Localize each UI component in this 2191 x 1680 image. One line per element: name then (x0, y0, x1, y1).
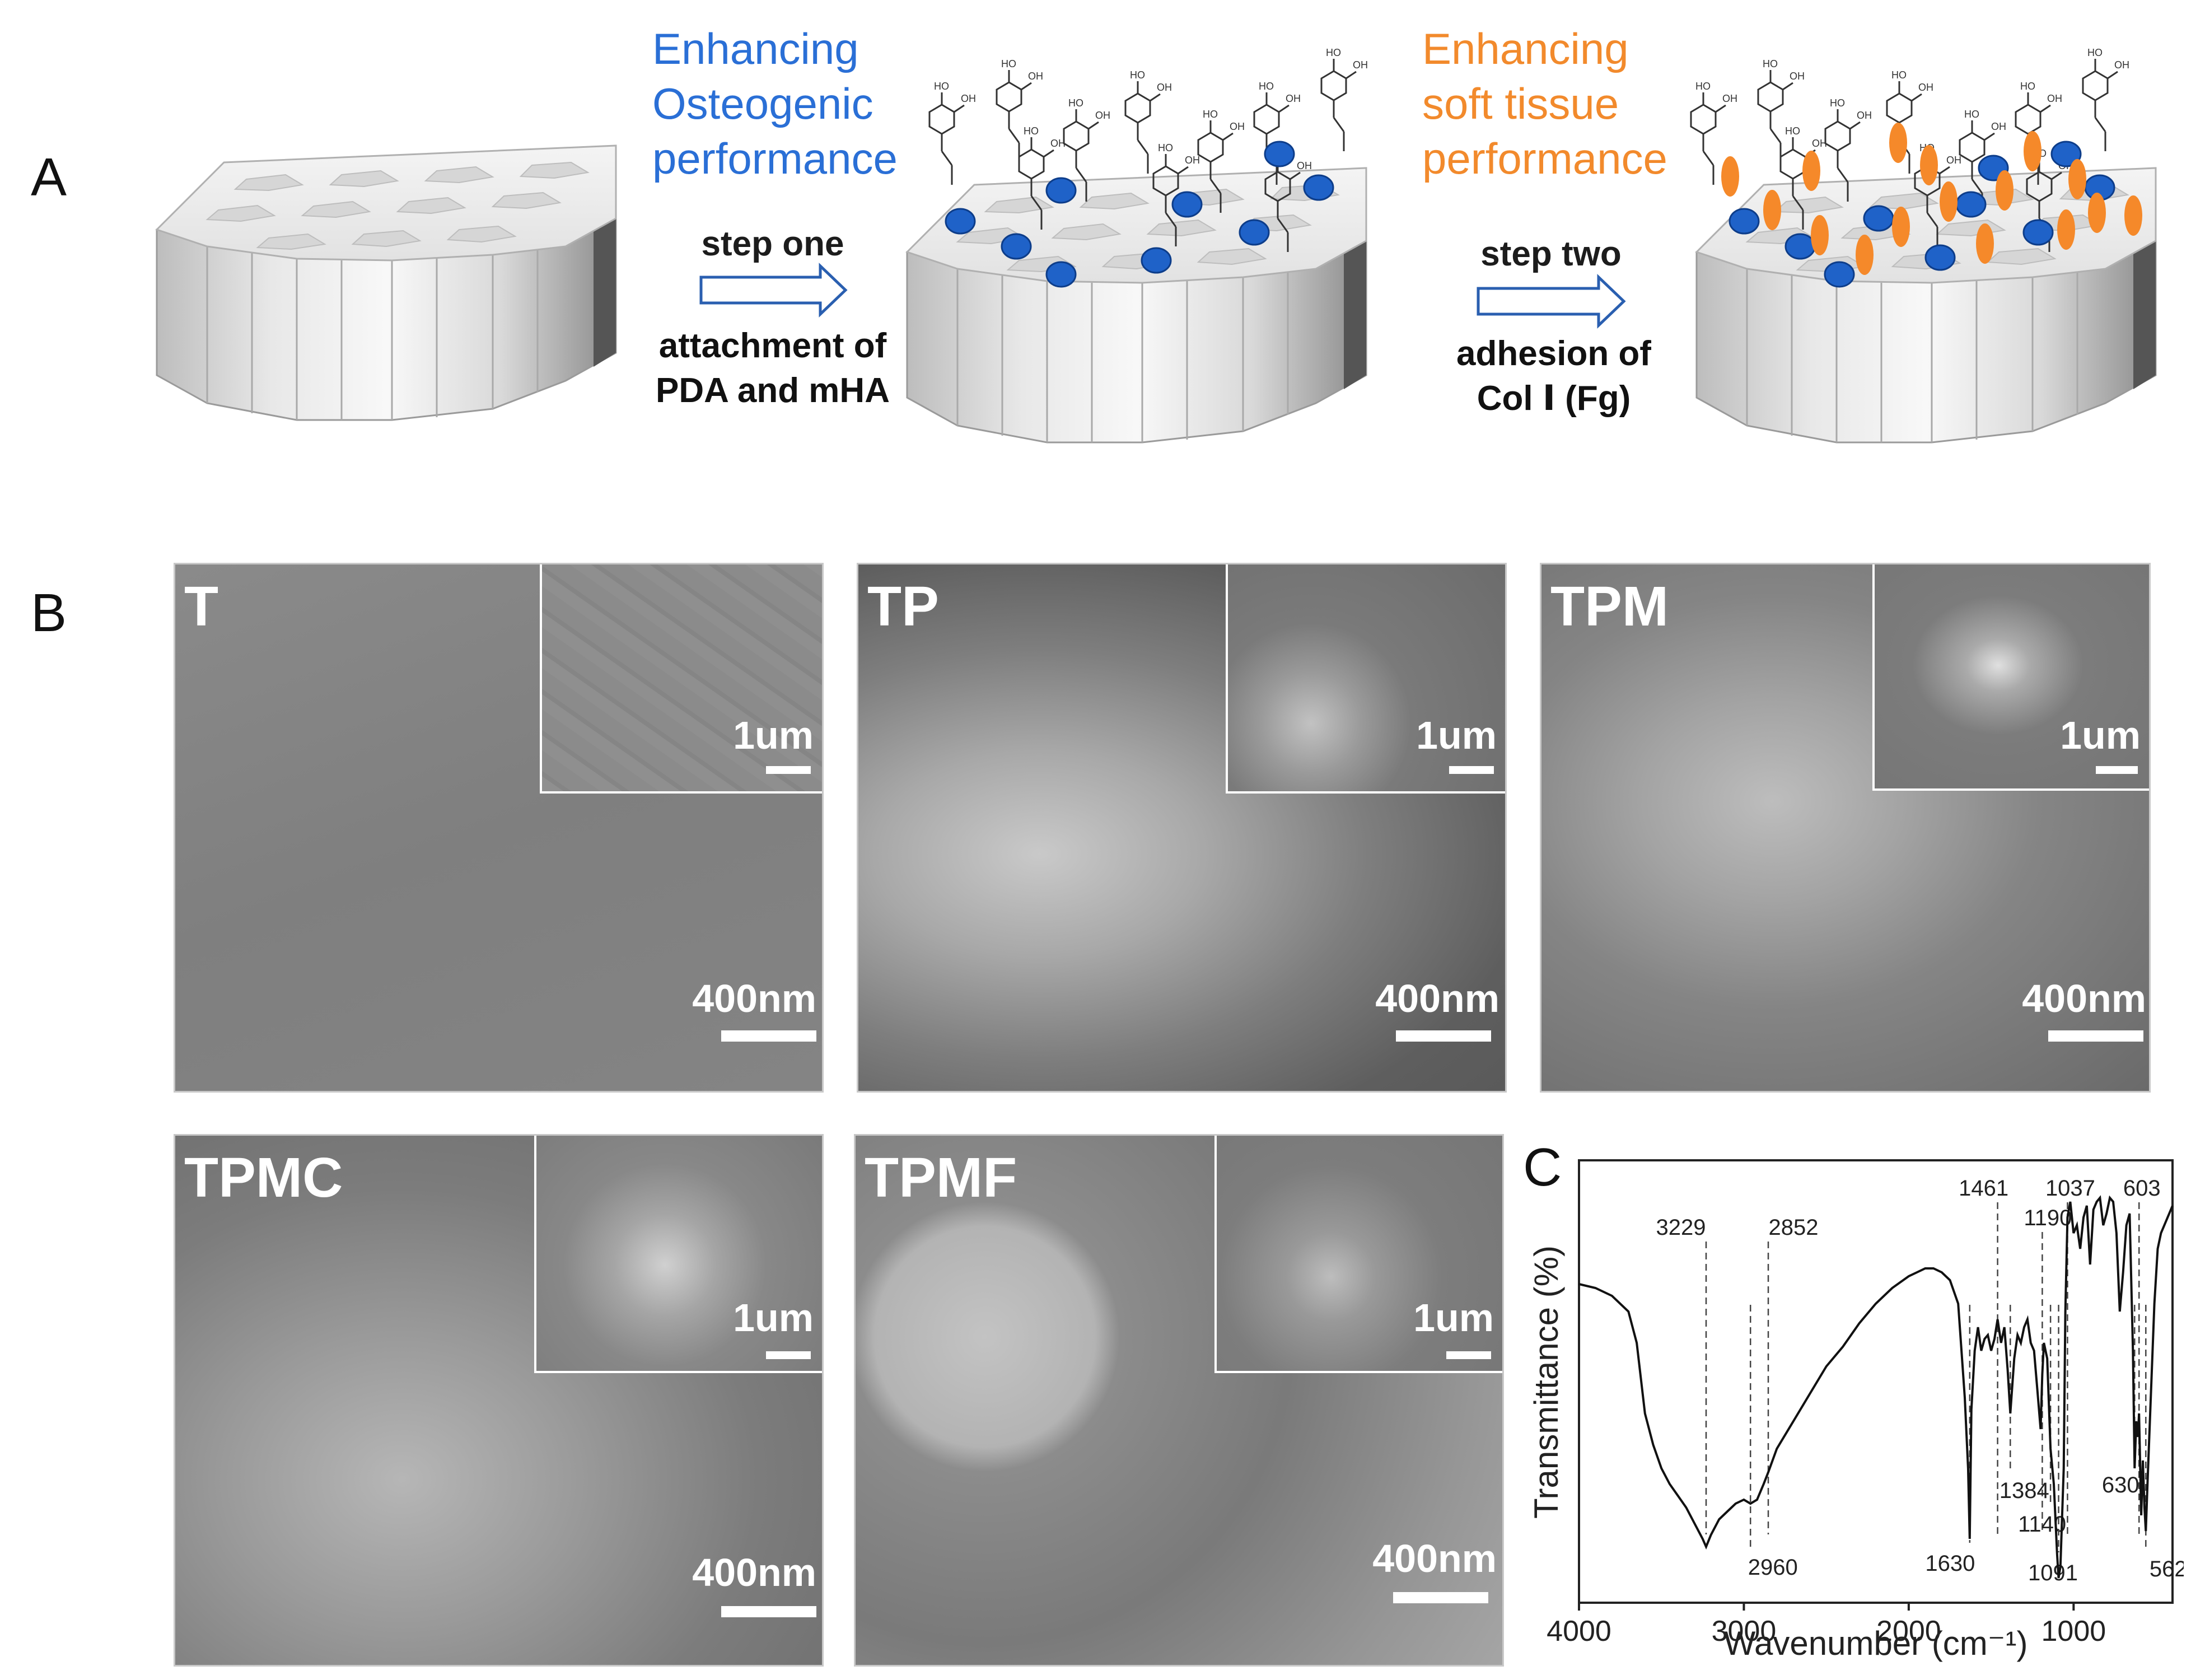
ftir-peak-label: 603 (2123, 1176, 2161, 1201)
ftir-peak-label: 1190 (2024, 1206, 2072, 1230)
sem-image-tpm: 1um TPM 400nm (1540, 563, 2151, 1093)
panel-c-letter: C (1523, 1137, 1562, 1197)
ftir-plot-frame (1578, 1159, 2174, 1604)
main-scale-text-tp: 400nm (1375, 977, 1499, 1020)
ftir-peak-label: 2960 (1748, 1555, 1798, 1580)
main-scale-bar-tpmc (721, 1606, 816, 1617)
inset-scale-text-tp: 1um (1416, 713, 1497, 757)
step2-label: step two (1480, 235, 1622, 273)
step2-heading: Enhancing soft tissue performance (1422, 21, 1667, 186)
inset-scale-bar-tpm (2096, 766, 2138, 774)
main-scale-text-tpmf: 400nm (1372, 1537, 1497, 1580)
panel-a-letter: A (31, 147, 67, 207)
sem-label-tpm: TPM (1550, 575, 1669, 638)
inset-scale-bar-t (766, 766, 811, 774)
panel-a-diagram: HO OH (156, 46, 2157, 444)
step1-heading-line2: Osteogenic (652, 79, 873, 128)
ftir-x-tick-label: 3000 (1712, 1615, 1777, 1648)
step1-heading-line1: Enhancing (652, 24, 859, 73)
sem-label-tpmc: TPMC (184, 1146, 343, 1209)
ftir-peak-label: 2852 (1769, 1215, 1819, 1240)
step2-heading-line3: performance (1422, 134, 1667, 183)
sem-label-t: T (184, 575, 219, 638)
ftir-y-axis-label: Transmittance (%) (1527, 1245, 1565, 1519)
step2-desc: adhesion of Col Ⅰ (Fg) (1422, 332, 1685, 421)
ftir-spectrum-line (1578, 1195, 2174, 1579)
ftir-peak-label: 562 (2150, 1557, 2184, 1581)
arrow-step-one (699, 263, 848, 318)
ftir-x-ticks: 4000 3000 2000 1000 (1547, 1603, 2106, 1648)
sem-label-tp: TP (867, 575, 939, 638)
mha-particles-step1 (945, 141, 1334, 288)
ftir-peak-label: 1037 (2045, 1176, 2095, 1201)
sem-inset-tpmc: 1um (534, 1136, 822, 1373)
ftir-x-tick-label: 4000 (1547, 1615, 1611, 1648)
sem-inset-tpm: 1um (1872, 564, 2149, 791)
main-scale-bar-tpm (2048, 1030, 2143, 1042)
step1-label: step one (701, 225, 844, 263)
inset-scale-bar-tpmc (766, 1351, 811, 1359)
panel-b-letter: B (31, 583, 67, 643)
step1-heading-line3: performance (652, 134, 898, 183)
ftir-peak-label: 1630 (1925, 1551, 1975, 1576)
ftir-peak-label: 1091 (2028, 1561, 2078, 1585)
inset-scale-text-tpm: 1um (2060, 713, 2141, 757)
sem-inset-t: 1um (540, 564, 822, 794)
main-scale-text-tpmc: 400nm (692, 1551, 816, 1594)
ftir-peak-label: 1384 (2000, 1478, 2049, 1503)
main-scale-bar-t (721, 1030, 816, 1042)
step2-heading-line2: soft tissue (1422, 79, 1619, 128)
step1-heading: Enhancing Osteogenic performance (652, 21, 898, 186)
main-scale-text-t: 400nm (692, 977, 816, 1020)
main-scale-text-tpm: 400nm (2022, 977, 2146, 1020)
sem-image-tpmc: 1um TPMC 400nm (174, 1134, 824, 1667)
main-scale-bar-tpmf (1393, 1592, 1488, 1603)
step2-desc-line2: Col Ⅰ (Fg) (1477, 379, 1631, 418)
ftir-x-tick-label: 1000 (2041, 1615, 2106, 1648)
ftir-peak-label: 3229 (1656, 1215, 1706, 1240)
honeycomb-pda-mha (906, 167, 1367, 444)
sem-label-tpmf: TPMF (865, 1146, 1017, 1209)
main-scale-bar-tp (1396, 1030, 1491, 1042)
sem-inset-tp: 1um (1226, 564, 1505, 794)
step2-heading-line1: Enhancing (1422, 24, 1629, 73)
sem-image-t: 1um T 400nm (174, 563, 824, 1093)
step2-desc-line1: adhesion of (1456, 334, 1651, 373)
ftir-x-tick-label: 2000 (1876, 1615, 1941, 1648)
ftir-peak-label: 1461 (1959, 1176, 2008, 1201)
sem-image-tpmf: 1um TPMF 400nm (854, 1134, 1504, 1667)
inset-scale-text-tpmc: 1um (733, 1296, 814, 1340)
inset-scale-bar-tpmf (1446, 1351, 1491, 1359)
ftir-x-axis-label: Wavenumber (cm⁻¹) (1724, 1625, 2028, 1662)
step1-desc: attachment of PDA and mHA (627, 324, 918, 413)
step1-desc-line2: PDA and mHA (656, 371, 890, 410)
arrow-step-two (1477, 274, 1626, 329)
protein-particles (1721, 123, 2142, 275)
honeycomb-plain (156, 144, 617, 421)
sem-inset-tpmf: 1um (1214, 1136, 1502, 1373)
inset-scale-bar-tp (1449, 766, 1494, 774)
inset-scale-text-tpmf: 1um (1413, 1296, 1494, 1340)
sem-image-tp: 1um TP 400nm (857, 563, 1507, 1093)
inset-scale-text-t: 1um (733, 713, 814, 757)
step1-desc-line1: attachment of (658, 326, 887, 365)
ftir-peak-label: 630 (2102, 1473, 2139, 1497)
